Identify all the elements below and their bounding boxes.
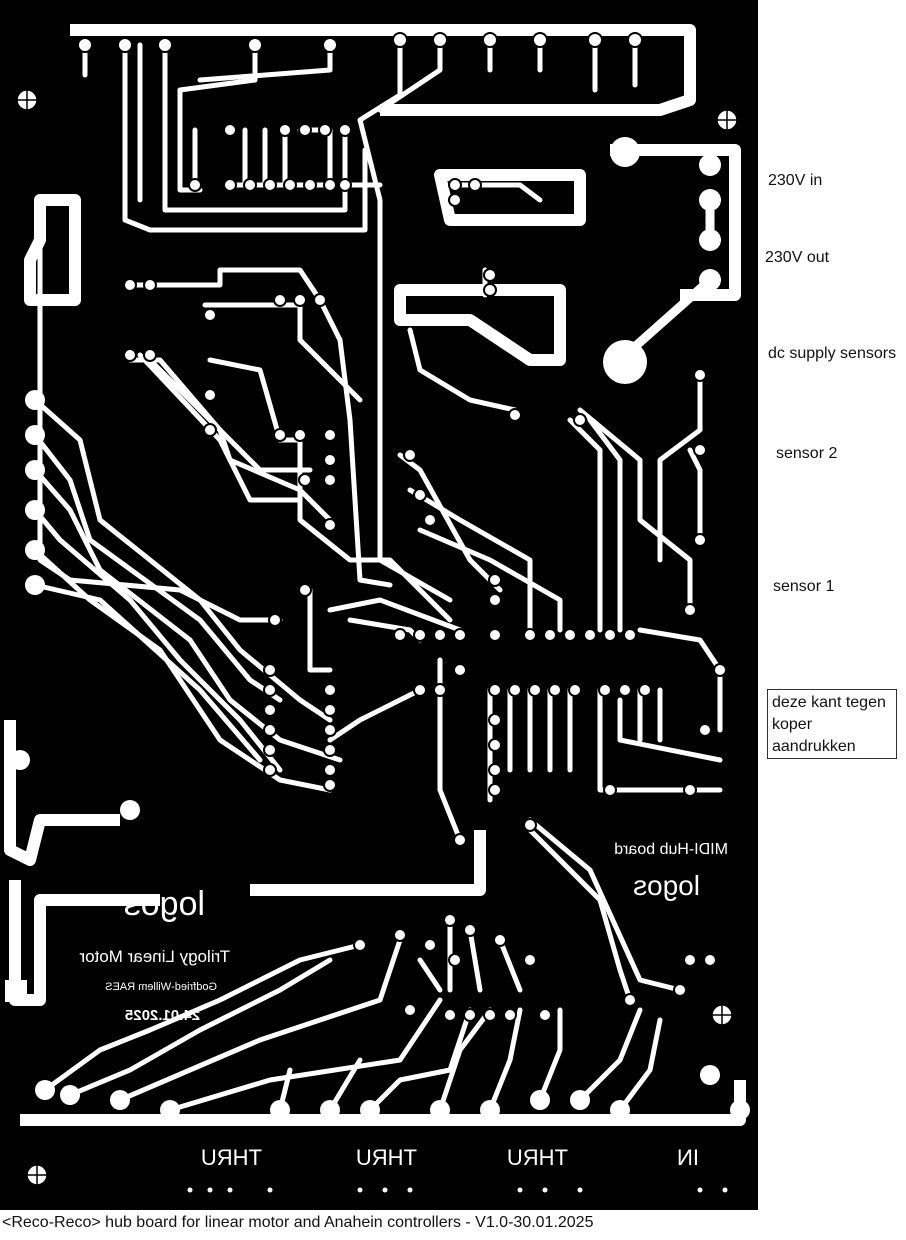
label-sensor-1: sensor 1 [773,578,835,595]
label-sensor-2: sensor 2 [776,445,838,462]
footer-caption: <Reco-Reco> hub board for linear motor a… [2,1214,594,1231]
port-thru-2: THRU [356,1145,417,1170]
port-thru-3: THRU [507,1145,568,1170]
author: Godfried-Willem RAES [105,981,217,993]
label-230v-out: 230V out [765,249,830,266]
board-date: 24.01.2025 [125,1007,200,1024]
port-in: IN [677,1145,699,1170]
label-dc-supply: dc supply sensors [768,345,897,362]
press-note-line-2: koper [772,716,813,733]
board-name: MIDI-Hub board [614,841,728,858]
silkscreen-mirrored: logos Trilogy Linear Motor Godfried-Will… [79,841,728,1170]
pcb-copper-layout: logos Trilogy Linear Motor Godfried-Will… [0,0,758,1210]
logo-right: logos [633,870,700,901]
project-title: Trilogy Linear Motor [79,947,230,966]
label-230v-in: 230V in [768,172,823,189]
press-note-box: deze kant tegen koper aandrukken [767,689,897,759]
port-thru-1: THRU [201,1145,262,1170]
press-note-line-1: deze kant tegen [772,694,886,711]
press-note-line-3: aandrukken [772,738,856,755]
logo-left: logos [124,885,205,923]
